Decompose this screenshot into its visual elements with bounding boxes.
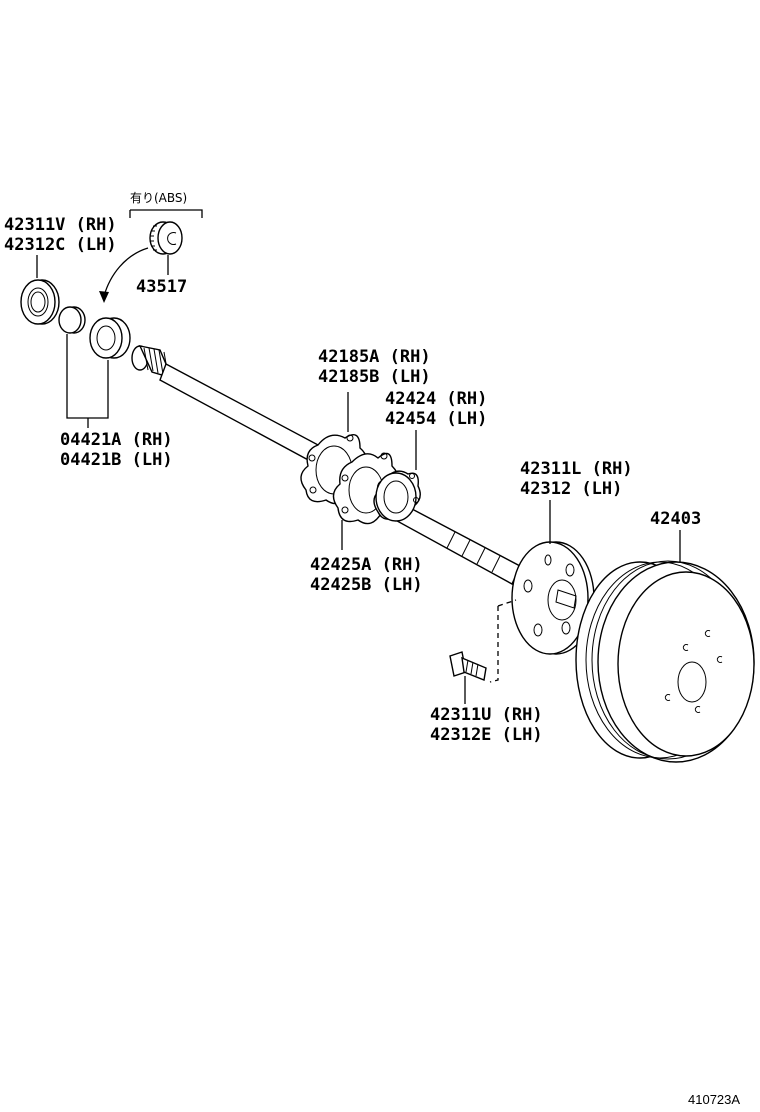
figure-reference: 410723A [688, 1092, 740, 1107]
hub-bolt-label-rh: 42311U (RH) [430, 705, 543, 725]
oil-seal-label-rh: 42311V (RH) [4, 215, 117, 235]
spacer-label-lh: 42425B (LH) [310, 575, 423, 595]
brake-drum-part [575, 560, 755, 763]
bearing-part [58, 306, 131, 359]
bearing-label-rh: 04421A (RH) [60, 430, 173, 450]
brake-drum-label: 42403 [650, 509, 701, 529]
bearing-label-lh: 04421B (LH) [60, 450, 173, 470]
hub-bolt-part [449, 651, 487, 681]
axle-hub-label-lh: 42312 (LH) [520, 479, 622, 499]
hub-bolt-label-lh: 42312E (LH) [430, 725, 543, 745]
retainer-label-lh: 42454 (LH) [385, 409, 487, 429]
retainer-part [373, 470, 421, 522]
abs-note-label: 有り(ABS) [130, 191, 187, 205]
retainer-label-rh: 42424 (RH) [385, 389, 487, 409]
spacer-label-rh: 42425A (RH) [310, 555, 423, 575]
axle-hub-part [511, 541, 595, 655]
oil-seal-label-lh: 42312C (LH) [4, 235, 117, 255]
abs-rotor-label: 43517 [136, 277, 187, 297]
oil-seal-part [20, 279, 60, 325]
abs-rotor-part [149, 221, 183, 255]
axle-hub-label-rh: 42311L (RH) [520, 459, 633, 479]
gasket-label-lh: 42185B (LH) [318, 367, 431, 387]
gasket-label-rh: 42185A (RH) [318, 347, 431, 367]
